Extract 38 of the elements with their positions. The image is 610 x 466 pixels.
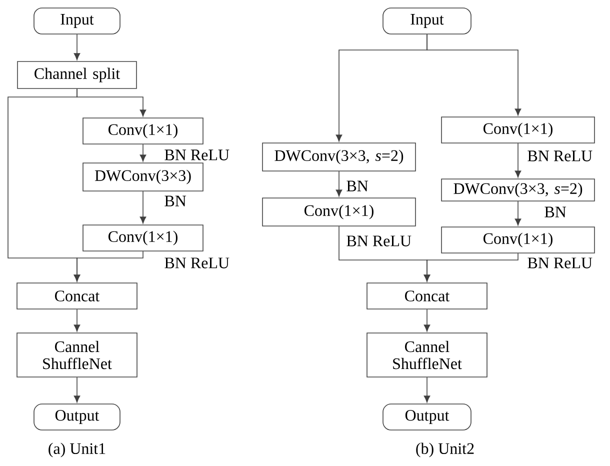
process-box: Concat (366, 282, 488, 310)
process-box: Conv(1×1) (441, 116, 595, 144)
edge-label: BN (345, 180, 370, 192)
arrow (74, 377, 80, 403)
arrow (74, 34, 80, 60)
arrow (140, 144, 146, 162)
process-box: Conv(1×1) (82, 224, 204, 252)
edge-label: BN (543, 206, 568, 218)
arrow (424, 377, 430, 403)
process-box: DWConv(3×3, s=2) (441, 178, 595, 202)
process-box: Concat (16, 282, 138, 310)
process-box: DWConv(3×3, s=2) (262, 142, 416, 172)
terminal-box: Input (34, 8, 120, 34)
arrow (74, 309, 80, 332)
arrow (336, 171, 342, 197)
arrow (514, 143, 522, 178)
edge-label: BN ReLU (345, 234, 413, 248)
arrow (426, 34, 522, 116)
edge-label: BN (163, 194, 188, 208)
arrow (74, 251, 144, 282)
arrow (424, 309, 430, 332)
terminal-box: Input (382, 8, 472, 34)
terminal-box: Output (382, 404, 472, 430)
edge-label: BN ReLU (163, 148, 231, 162)
arrow (514, 201, 522, 226)
arrow (424, 253, 518, 282)
edge-label: BN ReLU (526, 150, 594, 162)
process-box: Conv(1×1) (441, 226, 595, 254)
process-box: Conv(1×1) (262, 198, 416, 226)
terminal-box: Output (34, 404, 120, 430)
process-box: Conv(1×1) (82, 118, 204, 144)
edge-label: BN ReLU (526, 256, 594, 270)
process-box: Cannel ShuffleNet (366, 332, 488, 378)
edge-label: BN ReLU (163, 256, 231, 270)
process-box: Channel split (17, 61, 137, 89)
process-box: DWConv(3×3) (82, 162, 204, 192)
process-box: Cannel ShuffleNet (16, 332, 138, 378)
arrow (140, 191, 146, 224)
